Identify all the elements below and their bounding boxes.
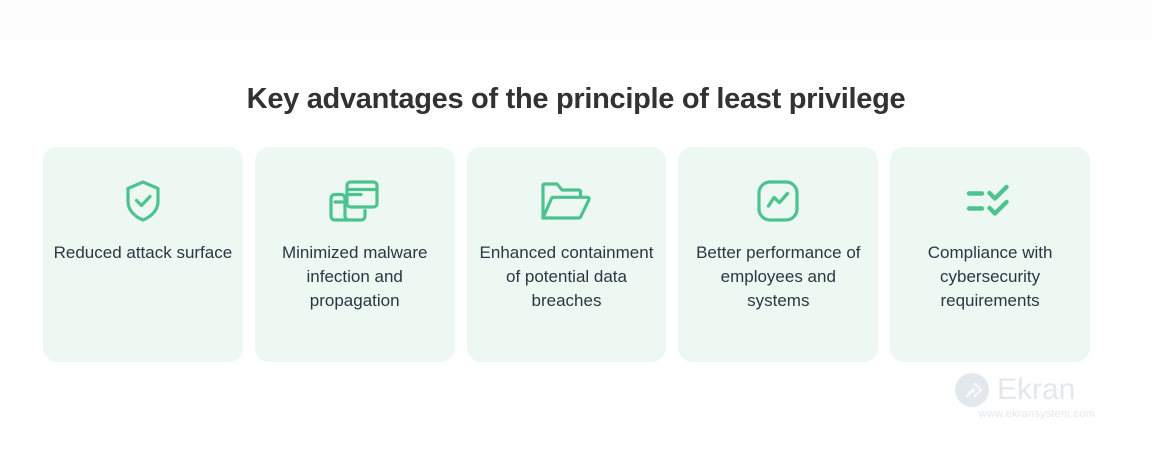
checklist-icon xyxy=(962,173,1018,229)
advantages-card-row: Reduced attack surface Minimized malware… xyxy=(43,147,1090,362)
performance-chart-icon xyxy=(750,173,806,229)
ekran-logo: Ekran www.ekransystem.com xyxy=(955,373,1095,422)
advantage-card-minimized-malware: Minimized malware infection and propagat… xyxy=(254,147,455,362)
top-band xyxy=(0,0,1152,38)
advantage-card-label: Reduced attack surface xyxy=(53,243,233,262)
chevron-circle-icon xyxy=(955,373,989,407)
logo-row: Ekran xyxy=(955,373,1095,407)
logo-url: www.ekransystem.com xyxy=(978,408,1095,420)
advantage-card-label: Compliance with cybersecurity requiremen… xyxy=(927,243,1053,310)
advantage-card-reduced-attack-surface: Reduced attack surface xyxy=(43,147,243,362)
advantage-card-compliance: Compliance with cybersecurity requiremen… xyxy=(890,147,1090,362)
logo-wordmark: Ekran xyxy=(997,373,1076,406)
page-title: Key advantages of the principle of least… xyxy=(246,83,906,115)
open-folder-icon xyxy=(538,173,594,229)
advantage-card-label: Minimized malware infection and propagat… xyxy=(281,243,428,310)
advantage-card-better-performance: Better performance of employees and syst… xyxy=(678,147,879,362)
advantage-card-enhanced-containment: Enhanced containment of potential data b… xyxy=(466,147,667,362)
advantage-card-label: Better performance of employees and syst… xyxy=(696,243,861,310)
advantage-card-label: Enhanced containment of potential data b… xyxy=(479,243,654,310)
overlapping-windows-icon xyxy=(327,173,383,229)
shield-check-icon xyxy=(115,173,171,229)
